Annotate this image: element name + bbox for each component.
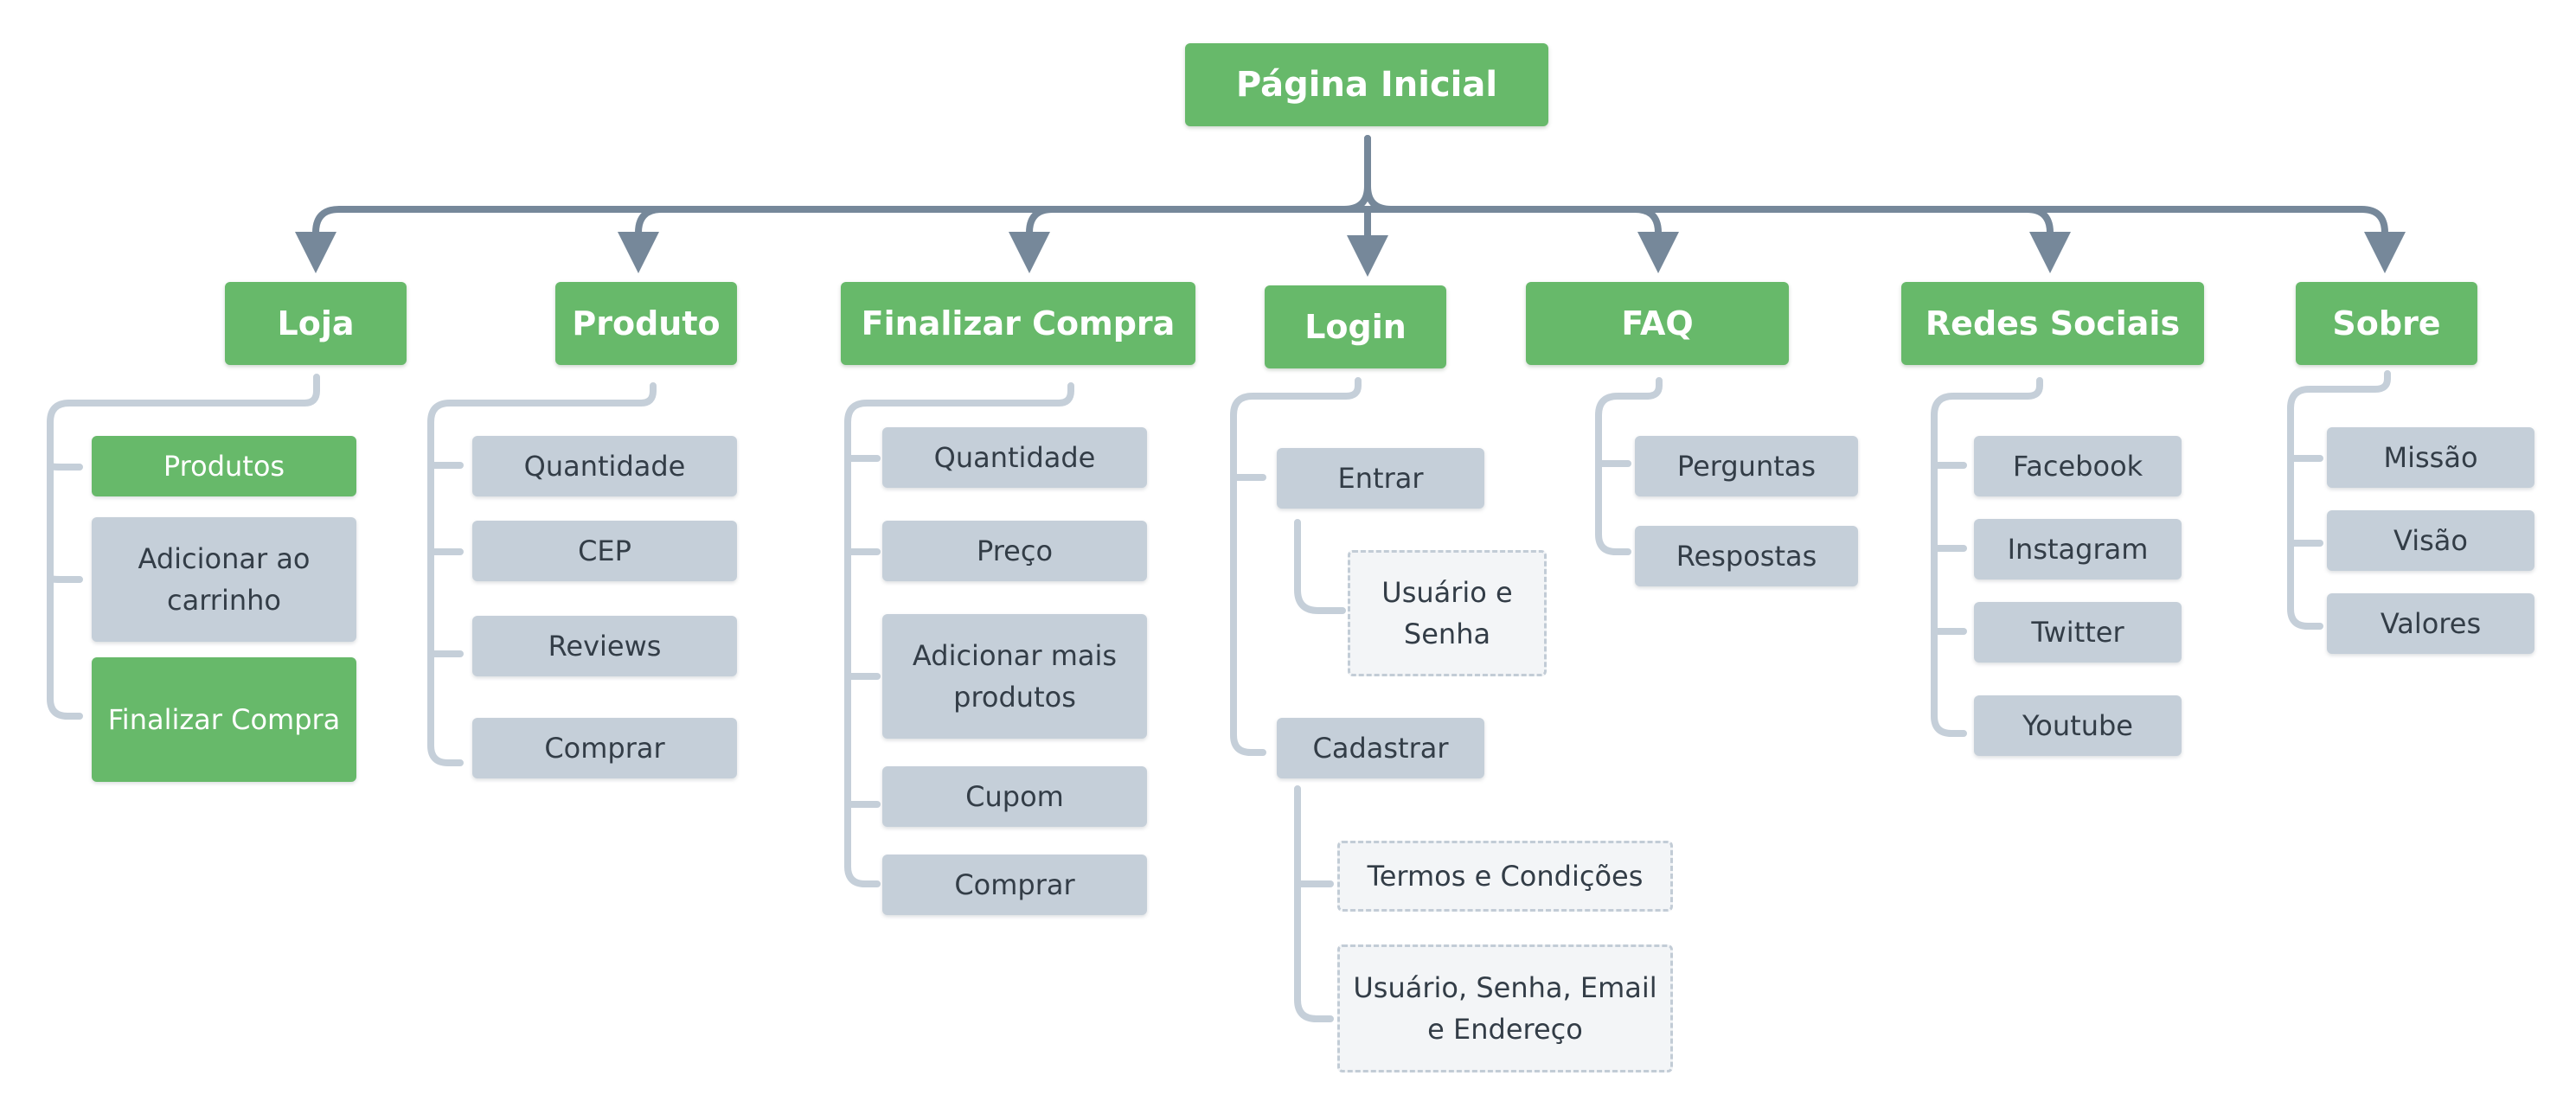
arrow-to-loja — [295, 206, 340, 273]
redes-item-label: Facebook — [2012, 450, 2143, 483]
sobre-item-valores: Valores — [2327, 593, 2534, 654]
bracket-cadastrar — [1294, 785, 1334, 1022]
bracket-entrar — [1294, 519, 1346, 614]
section-finalizar-compra: Finalizar Compra — [841, 282, 1195, 365]
faq-item-label: Perguntas — [1676, 450, 1817, 483]
login-item-label: Entrar — [1337, 462, 1424, 495]
produto-item-comprar: Comprar — [472, 718, 737, 778]
arrow-to-sobre — [2361, 206, 2406, 273]
faq-item-label: Respostas — [1676, 540, 1817, 573]
login-cadastrar-termos: Termos e Condições — [1337, 841, 1673, 912]
loja-item-label: Produtos — [163, 450, 285, 483]
login-entrar-usuario-senha: Usuário e Senha — [1348, 550, 1547, 676]
section-faq: FAQ — [1526, 282, 1789, 365]
login-item-cadastrar: Cadastrar — [1277, 718, 1484, 778]
produto-item-cep: CEP — [472, 521, 737, 581]
section-faq-label: FAQ — [1621, 304, 1694, 343]
finalizar-item-label: Preço — [976, 535, 1054, 567]
finalizar-item-adicionar-produtos: Adicionar mais produtos — [882, 614, 1147, 739]
section-sobre: Sobre — [2296, 282, 2477, 365]
finalizar-item-preco: Preço — [882, 521, 1147, 581]
produto-item-label: Quantidade — [523, 450, 686, 483]
login-item-entrar: Entrar — [1277, 448, 1484, 509]
produto-item-quantidade: Quantidade — [472, 436, 737, 496]
login-cadastrar-dados: Usuário, Senha, Email e Endereço — [1337, 944, 1673, 1072]
redes-item-label: Instagram — [2007, 533, 2149, 566]
finalizar-item-comprar: Comprar — [882, 855, 1147, 915]
sobre-item-label: Visão — [2393, 524, 2468, 557]
login-option-label: Usuário e Senha — [1381, 576, 1513, 650]
finalizar-item-label: Comprar — [954, 868, 1075, 901]
section-loja: Loja — [225, 282, 407, 365]
login-item-label: Cadastrar — [1312, 732, 1449, 765]
redes-item-youtube: Youtube — [1974, 695, 2182, 756]
bracket-redes — [1931, 377, 2043, 737]
faq-item-respostas: Respostas — [1635, 526, 1858, 586]
loja-item-label: Adicionar ao carrinho — [138, 542, 311, 617]
produto-item-label: CEP — [578, 535, 631, 567]
bracket-loja — [47, 374, 320, 720]
redes-item-instagram: Instagram — [1974, 519, 2182, 579]
redes-item-twitter: Twitter — [1974, 602, 2182, 663]
section-produto: Produto — [555, 282, 737, 365]
redes-item-label: Youtube — [2022, 709, 2133, 742]
section-login: Login — [1265, 285, 1446, 368]
produto-item-label: Reviews — [548, 630, 662, 663]
finalizar-item-label: Cupom — [965, 780, 1064, 813]
section-produto-label: Produto — [572, 304, 721, 343]
sobre-item-visao: Visão — [2327, 510, 2534, 571]
arrow-to-faq — [1634, 206, 1679, 273]
section-redes-sociais: Redes Sociais — [1901, 282, 2204, 365]
produto-item-label: Comprar — [544, 732, 665, 765]
bracket-sobre — [2287, 370, 2391, 630]
arrow-to-redes — [2026, 206, 2071, 273]
produto-item-reviews: Reviews — [472, 616, 737, 676]
section-loja-label: Loja — [277, 304, 355, 343]
finalizar-item-quantidade: Quantidade — [882, 427, 1147, 488]
arrow-to-produto — [618, 206, 663, 273]
finalizar-item-label: Adicionar mais produtos — [912, 639, 1118, 714]
loja-item-produtos: Produtos — [92, 436, 356, 496]
section-sobre-label: Sobre — [2332, 304, 2441, 343]
root-node: Página Inicial — [1185, 43, 1548, 126]
loja-item-finalizar-compra: Finalizar Compra — [92, 657, 356, 782]
root-connector — [1364, 135, 1394, 213]
sobre-item-label: Valores — [2380, 607, 2482, 640]
bracket-login — [1230, 377, 1362, 756]
section-login-label: Login — [1304, 307, 1407, 346]
loja-item-adicionar-carrinho: Adicionar ao carrinho — [92, 517, 356, 642]
root-label: Página Inicial — [1235, 65, 1498, 105]
login-option-label: Termos e Condições — [1367, 860, 1644, 893]
redes-item-label: Twitter — [2031, 616, 2124, 649]
loja-item-label: Finalizar Compra — [107, 703, 341, 736]
finalizar-item-cupom: Cupom — [882, 766, 1147, 827]
bracket-faq — [1595, 377, 1663, 555]
sobre-item-label: Missão — [2383, 441, 2478, 474]
login-option-label: Usuário, Senha, Email e Endereço — [1353, 971, 1657, 1046]
arrow-to-finalizar — [1009, 206, 1054, 273]
section-finalizar-label: Finalizar Compra — [861, 304, 1176, 343]
sobre-item-missao: Missão — [2327, 427, 2534, 488]
redes-item-facebook: Facebook — [1974, 436, 2182, 496]
finalizar-item-label: Quantidade — [933, 441, 1096, 474]
faq-item-perguntas: Perguntas — [1635, 436, 1858, 496]
bracket-produto — [427, 382, 657, 766]
bracket-finalizar — [844, 382, 1074, 887]
section-redes-label: Redes Sociais — [1925, 304, 2181, 343]
